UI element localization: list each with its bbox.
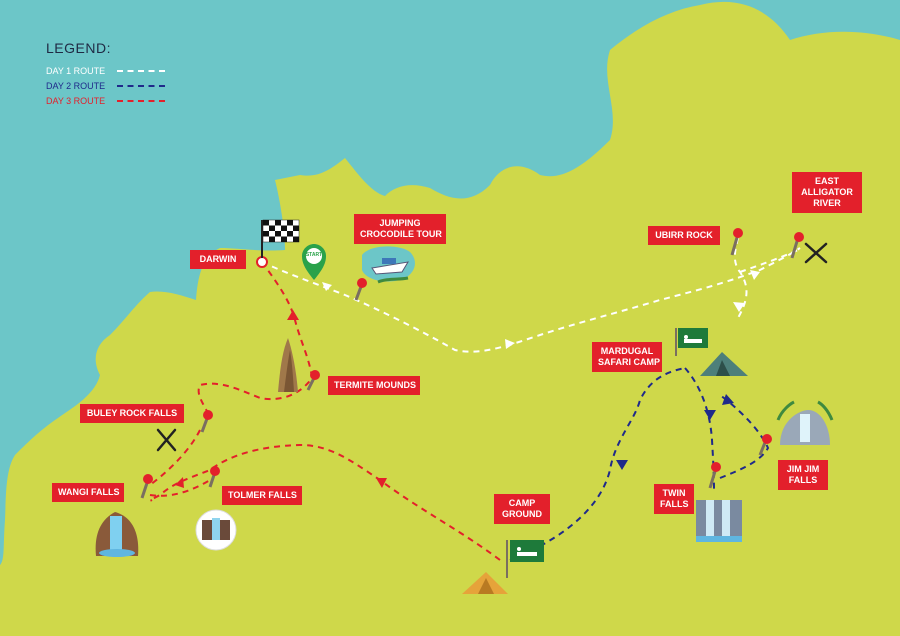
- pin-jim-jim[interactable]: [758, 434, 772, 456]
- label-river-line1: EAST: [814, 176, 839, 186]
- legend-title: LEGEND:: [46, 40, 111, 56]
- day1-arrow-4: [733, 302, 745, 312]
- tent-icon-mardugal: [700, 352, 748, 376]
- label-mardugal-line2: SAFARI CAMP: [598, 357, 661, 367]
- label-ubirr-text: UBIRR ROCK: [655, 230, 713, 240]
- termite-mound-icon: [278, 338, 298, 392]
- label-camp-line2: GROUND: [502, 509, 542, 519]
- pin-wangi[interactable]: [140, 474, 153, 499]
- day1-arrow-1: [322, 282, 332, 291]
- legend-day1-swatch: [117, 70, 166, 72]
- legend-day1-label: DAY 1 ROUTE: [46, 66, 106, 76]
- pin-ubirr[interactable]: [730, 228, 743, 256]
- label-jim-line2: FALLS: [788, 475, 818, 485]
- label-mardugal-line1: MARDUGAL: [600, 346, 654, 356]
- pin-crocodile[interactable]: [354, 278, 367, 301]
- label-jim-jim-falls[interactable]: JIM JIM FALLS: [778, 460, 828, 490]
- label-buley-text: BULEY ROCK FALLS: [86, 408, 178, 418]
- checkered-flag-icon: [261, 219, 300, 258]
- label-camp-ground[interactable]: CAMP GROUND: [494, 494, 550, 524]
- label-ubirr-rock[interactable]: UBIRR ROCK: [648, 226, 720, 245]
- pin-darwin[interactable]: [256, 256, 268, 268]
- waterfall-icon-wangi: [95, 512, 139, 557]
- start-pin-label: START: [305, 252, 323, 258]
- day3-arrow-1: [287, 310, 299, 320]
- legend-day3-label: DAY 3 ROUTE: [46, 96, 106, 106]
- tent-icon-camp-ground: [462, 572, 508, 594]
- waterfall-icon-twin: [696, 500, 742, 542]
- label-river-line3: RIVER: [813, 198, 841, 208]
- label-buley-rock-falls[interactable]: BULEY ROCK FALLS: [80, 404, 184, 423]
- sleep-sign-icon-mardugal: [675, 328, 708, 356]
- label-crocodile-line2: CROCODILE TOUR: [360, 229, 442, 239]
- label-twin-line1: TWIN: [662, 488, 686, 498]
- label-twin-falls[interactable]: TWIN FALLS: [654, 484, 694, 514]
- label-twin-line2: FALLS: [660, 499, 689, 509]
- label-river-line2: ALLIGATOR: [801, 187, 853, 197]
- crocodile-boat-icon: [371, 258, 409, 284]
- day2-arrow-3: [722, 394, 734, 405]
- pin-tolmer[interactable]: [208, 466, 220, 488]
- label-tolmer-falls[interactable]: TOLMER FALLS: [222, 486, 302, 505]
- waterfall-icon-jim-jim: [776, 400, 834, 445]
- start-pin-icon: [302, 244, 326, 280]
- label-wangi-falls[interactable]: WANGI FALLS: [52, 483, 124, 502]
- day2-route: [509, 367, 686, 561]
- day3-route: [197, 261, 314, 419]
- legend-day2-label: DAY 2 ROUTE: [46, 81, 106, 91]
- day3-route-wangi: [149, 479, 211, 497]
- label-crocodile-line1: JUMPING: [379, 218, 421, 228]
- label-wangi-text: WANGI FALLS: [58, 487, 120, 497]
- day1-route: [261, 247, 801, 353]
- legend-day2: DAY 2 ROUTE: [46, 79, 166, 93]
- label-jumping-crocodile-tour[interactable]: JUMPING CROCODILE TOUR: [354, 214, 446, 244]
- day2-route-jim: [719, 394, 770, 479]
- day1-arrow-3: [750, 270, 760, 280]
- label-jim-line1: JIM JIM: [786, 464, 820, 474]
- day2-arrow-2: [704, 410, 716, 420]
- label-darwin[interactable]: DARWIN: [190, 250, 246, 269]
- label-mardugal-safari-camp[interactable]: MARDUGAL SAFARI CAMP: [592, 342, 662, 372]
- label-darwin-text: DARWIN: [199, 254, 237, 264]
- label-termite-text: TERMITE MOUNDS: [334, 380, 416, 390]
- pin-buley[interactable]: [200, 410, 213, 433]
- day2-arrow-1: [616, 460, 628, 470]
- pin-termite[interactable]: [306, 370, 320, 391]
- waterfall-icon-tolmer: [195, 509, 237, 551]
- sleep-sign-icon-camp-ground: [506, 540, 544, 578]
- legend-day3-swatch: [117, 100, 166, 102]
- fork-knife-icon-river: [804, 242, 828, 264]
- day3-arrow-2: [376, 478, 387, 488]
- label-termite-mounds[interactable]: TERMITE MOUNDS: [328, 376, 420, 395]
- day1-arrow-2: [505, 339, 515, 349]
- pin-twin[interactable]: [708, 462, 721, 489]
- label-east-alligator-river[interactable]: EAST ALLIGATOR RIVER: [792, 172, 862, 213]
- legend-day3: DAY 3 ROUTE: [46, 94, 166, 108]
- day3-arrow-3: [175, 477, 184, 488]
- legend-day2-swatch: [117, 85, 166, 87]
- fork-knife-icon-buley: [156, 428, 177, 452]
- day3-route-buley: [149, 429, 201, 486]
- label-camp-line1: CAMP: [508, 498, 536, 508]
- legend-day1: DAY 1 ROUTE: [46, 64, 166, 78]
- pin-east-alligator[interactable]: [790, 232, 804, 259]
- label-tolmer-text: TOLMER FALLS: [228, 490, 297, 500]
